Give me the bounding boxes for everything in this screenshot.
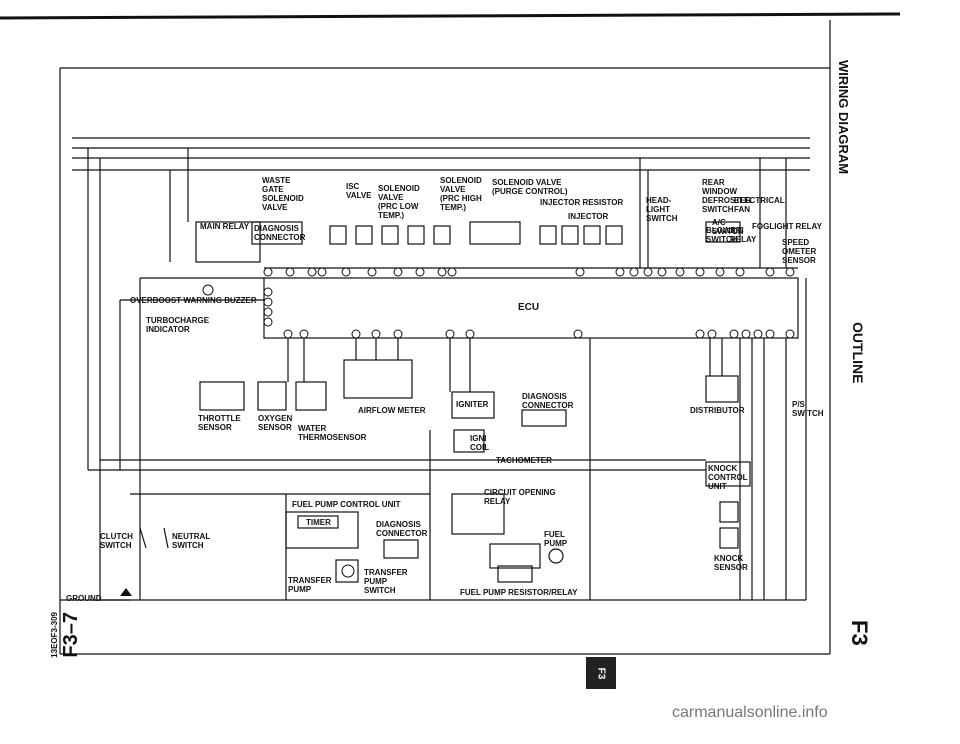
watermark: carmanualsonline.info xyxy=(672,704,828,721)
airflow-meter-label: AIRFLOW METER xyxy=(358,406,426,415)
igniter-label: IGNITER xyxy=(456,400,489,409)
electrical-fan-label: ELECTRICAL FAN xyxy=(734,196,785,214)
knock-control-unit-label: KNOCK CONTROL UNIT xyxy=(708,464,748,491)
timer-label: TIMER xyxy=(306,518,331,527)
ign-coil-label: IGNI COIL xyxy=(470,434,490,452)
side-subtitle: OUTLINE xyxy=(850,322,866,384)
side-title: WIRING DIAGRAM xyxy=(836,60,851,175)
transfer-pump-label: TRANSFER PUMP xyxy=(288,576,332,594)
isc-valve-label: ISC VALVE xyxy=(346,182,372,200)
clutch-switch-label: CLUTCH SWITCH xyxy=(100,532,133,550)
main-relay-label: MAIN RELAY xyxy=(200,222,250,231)
ps-switch-label: P/S SWITCH xyxy=(792,400,824,418)
transfer-pump-switch-label: TRANSFER PUMP SWITCH xyxy=(364,568,408,595)
fuel-pump-control-unit-label: FUEL PUMP CONTROL UNIT xyxy=(292,500,401,509)
oxygen-sensor-label: OXYGEN SENSOR xyxy=(258,414,293,432)
ground-icon xyxy=(120,588,132,596)
doc-code: 13EOF3-309 xyxy=(50,612,59,658)
rear-window-defroster-label: REAR WINDOW DEFROSTER SWITCH xyxy=(702,178,752,214)
knock-sensor-label: KNOCK SENSOR xyxy=(714,554,748,572)
distributor-label: DISTRIBUTOR xyxy=(690,406,745,415)
fuel-pump-resistor-relay-label: FUEL PUMP RESISTOR/RELAY xyxy=(460,588,578,597)
fuel-pump-label: FUEL PUMP xyxy=(544,530,568,548)
diagnosis-connector-3-label: DIAGNOSIS CONNECTOR xyxy=(376,520,428,538)
speedometer-sensor-label: SPEED OMETER SENSOR xyxy=(782,238,817,265)
section-code: F3 xyxy=(847,620,872,646)
page-number: F3–7 xyxy=(60,612,82,658)
solenoid-valve-low-label: SOLENOID VALVE (PRC LOW TEMP.) xyxy=(378,184,420,220)
water-thermosensor-label: WATER THERMOSENSOR xyxy=(298,424,367,442)
blower-switch-label: BLOWER SWITCH xyxy=(706,226,742,244)
ac-relay-label: A/C RELAY xyxy=(730,226,757,244)
neutral-switch-label: NEUTRAL SWITCH xyxy=(172,532,211,550)
diagnosis-connector-2-label: DIAGNOSIS CONNECTOR xyxy=(522,392,574,410)
section-badge: F3 xyxy=(586,657,616,689)
ground-label: GROUND xyxy=(66,594,102,603)
circuit-opening-relay-label: CIRCUIT OPENING RELAY xyxy=(484,488,556,506)
section-badge-text: F3 xyxy=(595,667,607,679)
tachometer-label: TACHOMETER xyxy=(496,456,552,465)
diagnosis-connector-label: DIAGNOSIS CONNECTOR xyxy=(254,224,306,242)
ac-switch-label: A/C SWITCH xyxy=(712,218,744,236)
turbocharge-indicator-label: TURBOCHARGE INDICATOR xyxy=(146,316,210,334)
injector-label: INJECTOR xyxy=(568,212,609,221)
solenoid-valve-high-label: SOLENOID VALVE (PRC HIGH TEMP.) xyxy=(440,176,482,212)
injector-resistor-label: INJECTOR RESISTOR xyxy=(540,198,624,207)
waste-gate-label: WASTE GATE SOLENOID VALVE xyxy=(262,176,304,212)
overboost-buzzer-label: OVERBOOST WARNING BUZZER xyxy=(130,296,257,305)
solenoid-valve-purge-label: SOLENOID VALVE (PURGE CONTROL) xyxy=(492,178,568,196)
foglight-relay-label: FOGLIGHT RELAY xyxy=(752,222,822,231)
throttle-sensor-label: THROTTLE SENSOR xyxy=(198,414,241,432)
ecu-label: ECU xyxy=(518,302,540,313)
head-light-switch-label: HEAD- LIGHT SWITCH xyxy=(646,196,678,223)
